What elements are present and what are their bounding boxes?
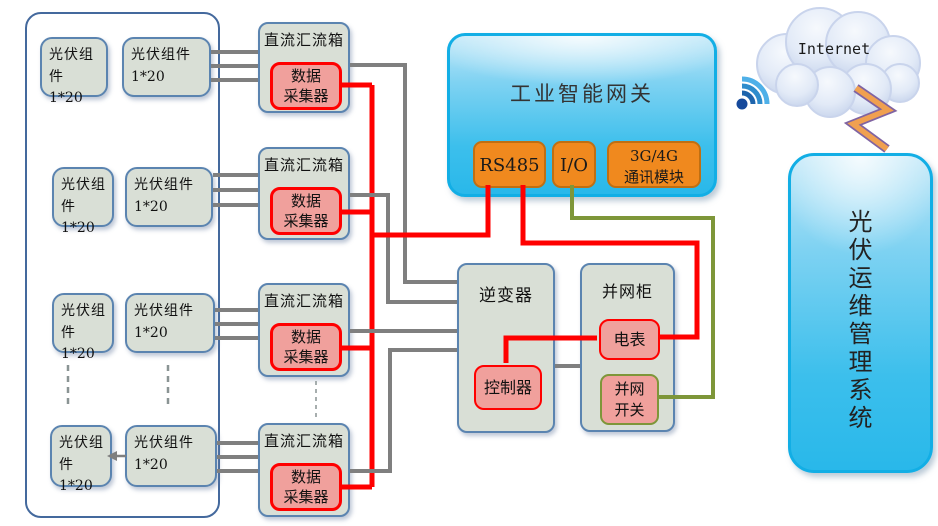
grid-cabinet-title: 并网柜 bbox=[601, 282, 653, 301]
data-collector-label: 采集器 bbox=[283, 212, 329, 231]
data-collector-label: 采集器 bbox=[283, 488, 329, 507]
lightning-bolt-icon bbox=[843, 84, 898, 153]
controller-chip: 控制器 bbox=[474, 365, 542, 410]
dc-combiner-title: 直流汇流箱 bbox=[263, 432, 344, 450]
pv-module-box: 光伏组件 1*20 bbox=[125, 167, 213, 227]
pv-module-box: 光伏组件 1*20 bbox=[40, 37, 108, 106]
dc-combiner-title: 直流汇流箱 bbox=[263, 156, 344, 174]
gateway-box: 工业智能网关 RS485 I/O 3G/4G 通讯模块 bbox=[447, 33, 717, 197]
gateway-port-io: I/O bbox=[552, 141, 596, 188]
pv-module-spec: 1*20 bbox=[134, 324, 168, 341]
data-collector-label: 数据 bbox=[290, 328, 321, 346]
data-collector-label: 采集器 bbox=[283, 87, 329, 106]
dc-combiner-box: 直流汇流箱 数据 采集器 bbox=[258, 147, 350, 240]
pv-module-spec: 1*20 bbox=[61, 220, 95, 237]
grid-switch-chip: 并网 开关 bbox=[600, 374, 659, 425]
grid-switch-label: 并网 bbox=[614, 380, 645, 398]
gateway-port-rs485: RS485 bbox=[473, 141, 546, 188]
dc-combiner-box: 直流汇流箱 数据 采集器 bbox=[258, 22, 350, 113]
pv-module-label: 光伏组件 bbox=[59, 435, 104, 473]
cellular-label: 3G/4G bbox=[629, 147, 679, 165]
grid-cabinet-box: 并网柜 电表 并网 开关 bbox=[580, 263, 675, 432]
pv-module-box: 光伏组件 1*20 bbox=[122, 37, 211, 97]
pv-module-spec: 1*20 bbox=[131, 68, 165, 85]
dc-combiner-title: 直流汇流箱 bbox=[263, 31, 344, 49]
internet-label: Internet bbox=[797, 40, 871, 58]
pv-module-label: 光伏组件 bbox=[134, 177, 194, 193]
data-collector-label: 数据 bbox=[290, 468, 321, 486]
pv-module-spec: 1*20 bbox=[49, 90, 83, 107]
wifi-signal-icon bbox=[736, 76, 770, 110]
pv-module-box: 光伏组件 1*20 bbox=[52, 293, 114, 362]
data-collector-label: 采集器 bbox=[283, 348, 329, 367]
data-collector: 数据 采集器 bbox=[270, 187, 342, 235]
pv-module-label: 光伏组件 bbox=[131, 47, 191, 63]
cellular-label: 通讯模块 bbox=[623, 167, 684, 186]
pv-module-label: 光伏组件 bbox=[61, 303, 106, 341]
meter-chip: 电表 bbox=[599, 319, 660, 360]
pv-module-label: 光伏组件 bbox=[134, 435, 194, 451]
pv-module-spec: 1*20 bbox=[59, 478, 93, 495]
grid-switch-label: 开关 bbox=[614, 400, 645, 419]
data-collector: 数据 采集器 bbox=[270, 62, 342, 110]
data-collector-label: 数据 bbox=[290, 192, 321, 210]
data-collector: 数据 采集器 bbox=[270, 463, 342, 511]
pv-module-label: 光伏组件 bbox=[134, 303, 194, 319]
data-collector-label: 数据 bbox=[290, 67, 321, 85]
pv-module-label: 光伏组件 bbox=[49, 47, 94, 85]
pv-module-spec: 1*20 bbox=[61, 346, 95, 363]
pv-module-box: 光伏组件 1*20 bbox=[50, 425, 112, 494]
pv-module-box: 光伏组件 1*20 bbox=[125, 425, 217, 487]
pv-module-box: 光伏组件 1*20 bbox=[52, 167, 114, 236]
pv-module-spec: 1*20 bbox=[134, 198, 168, 215]
dc-combiner-box: 直流汇流箱 数据 采集器 bbox=[258, 423, 350, 517]
pv-module-box: 光伏组件 1*20 bbox=[125, 293, 215, 353]
internet-cloud-icon bbox=[756, 7, 921, 118]
management-system-box: 光伏运维管理系统 bbox=[788, 153, 933, 473]
gateway-port-cellular: 3G/4G 通讯模块 bbox=[607, 141, 701, 188]
management-system-label: 光伏运维管理系统 bbox=[848, 208, 873, 432]
inverter-title: 逆变器 bbox=[479, 286, 533, 306]
inverter-box: 逆变器 控制器 bbox=[457, 263, 555, 433]
pv-module-label: 光伏组件 bbox=[61, 177, 106, 215]
dc-combiner-title: 直流汇流箱 bbox=[263, 292, 344, 310]
data-collector: 数据 采集器 bbox=[270, 323, 342, 371]
pv-module-spec: 1*20 bbox=[134, 456, 168, 473]
gateway-title: 工业智能网关 bbox=[510, 82, 654, 106]
dc-combiner-box: 直流汇流箱 数据 采集器 bbox=[258, 283, 350, 377]
